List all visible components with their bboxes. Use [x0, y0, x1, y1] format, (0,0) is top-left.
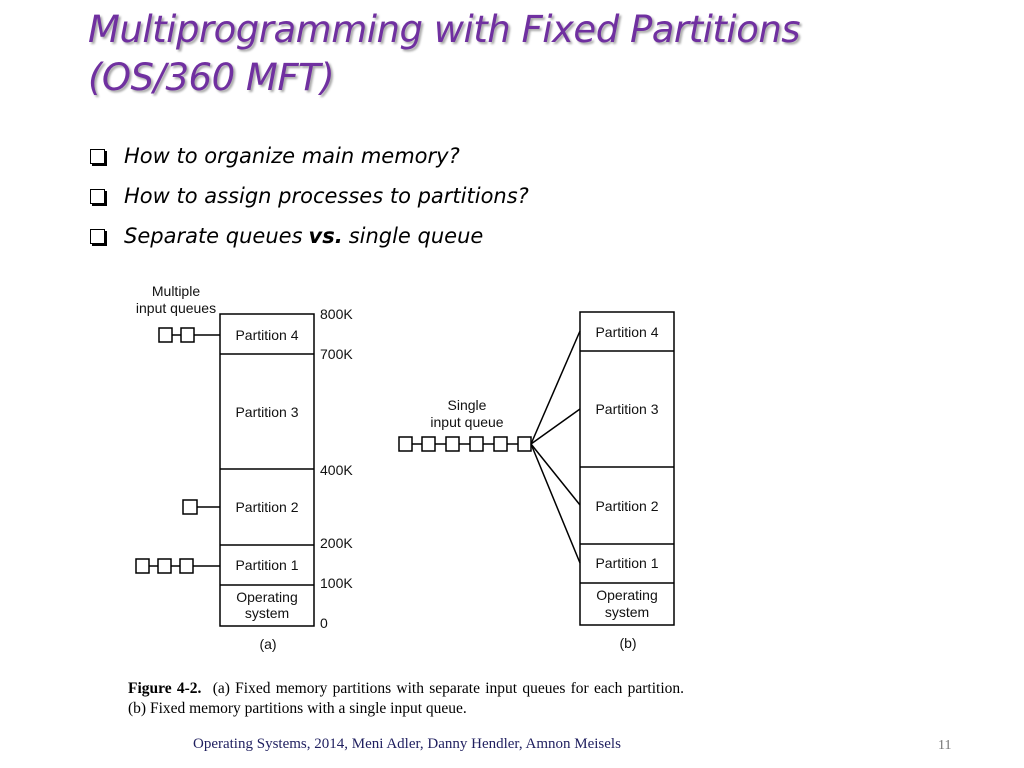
address-label: 700K	[320, 346, 353, 362]
queue-connector	[530, 330, 581, 445]
checkbox-bullet-icon	[90, 228, 105, 244]
bullet-item: How to organize main memory?	[90, 136, 529, 176]
partition-label: Partition 1	[235, 557, 298, 573]
queue-slot	[469, 436, 484, 452]
memory-block-a	[219, 313, 315, 627]
queue-slot	[180, 327, 195, 343]
memory-block-b	[579, 311, 675, 626]
bullet-bold-text: vs.	[308, 224, 343, 248]
title-line-2: (OS/360 MFT)	[88, 56, 335, 99]
bullet-text: Separate queues	[124, 224, 303, 248]
slide-title: Multiprogramming with Fixed Partitions (…	[88, 6, 988, 102]
page-number: 11	[938, 738, 952, 753]
partition-label: Partition 1	[595, 555, 658, 571]
subfigure-label: (b)	[619, 635, 636, 651]
address-label: 200K	[320, 535, 353, 551]
queue-slot	[493, 436, 508, 452]
partition-label: Partition 2	[595, 498, 658, 514]
partition-label: Partition 2	[235, 499, 298, 515]
bullet-text: How to assign processes to partitions?	[124, 184, 529, 208]
queue-slot	[445, 436, 460, 452]
queue-slot	[517, 436, 532, 452]
partition-label: Partition 4	[595, 324, 658, 340]
os-label: Operating	[596, 587, 657, 603]
os-label: system	[245, 605, 289, 621]
checkbox-bullet-icon	[90, 188, 105, 204]
queue-connector	[530, 443, 581, 506]
address-label: 800K	[320, 306, 353, 322]
address-label: 0	[320, 615, 328, 631]
bullet-item: How to assign processes to partitions?	[90, 176, 529, 216]
queue-slot	[398, 436, 413, 452]
queue-label: input queue	[430, 414, 503, 430]
partition-label: Partition 4	[235, 327, 298, 343]
queue-connector	[530, 443, 581, 564]
queue-slot	[158, 327, 173, 343]
bullet-text: single queue	[348, 224, 484, 248]
bullet-item: Separate queues vs. single queue	[90, 216, 529, 256]
bullet-text: How to organize main memory?	[124, 144, 460, 168]
queues-label: Multiple	[152, 283, 200, 299]
queues-label: input queues	[136, 300, 216, 316]
queue-slot	[135, 558, 150, 574]
queue-slot	[182, 499, 198, 515]
queue-connector	[530, 408, 581, 445]
os-label: Operating	[236, 589, 297, 605]
figure-caption: Figure 4-2. (a) Fixed memory partitions …	[128, 679, 684, 719]
caption-text: (a) Fixed memory partitions with separat…	[128, 680, 685, 717]
checkbox-bullet-icon	[90, 148, 105, 164]
subfigure-label: (a)	[259, 636, 276, 652]
queue-slot	[157, 558, 172, 574]
queue-slot	[179, 558, 194, 574]
address-label: 100K	[320, 575, 353, 591]
partition-label: Partition 3	[595, 401, 658, 417]
os-label: system	[605, 604, 649, 620]
queue-slot	[421, 436, 436, 452]
bullet-list: How to organize main memory? How to assi…	[90, 136, 529, 256]
caption-figure-number: Figure 4-2.	[128, 680, 202, 697]
partition-label: Partition 3	[235, 404, 298, 420]
slide-footer: Operating Systems, 2014, Meni Adler, Dan…	[193, 736, 621, 752]
queue-label: Single	[448, 397, 487, 413]
address-label: 400K	[320, 462, 353, 478]
title-line-1: Multiprogramming with Fixed Partitions	[88, 8, 801, 51]
